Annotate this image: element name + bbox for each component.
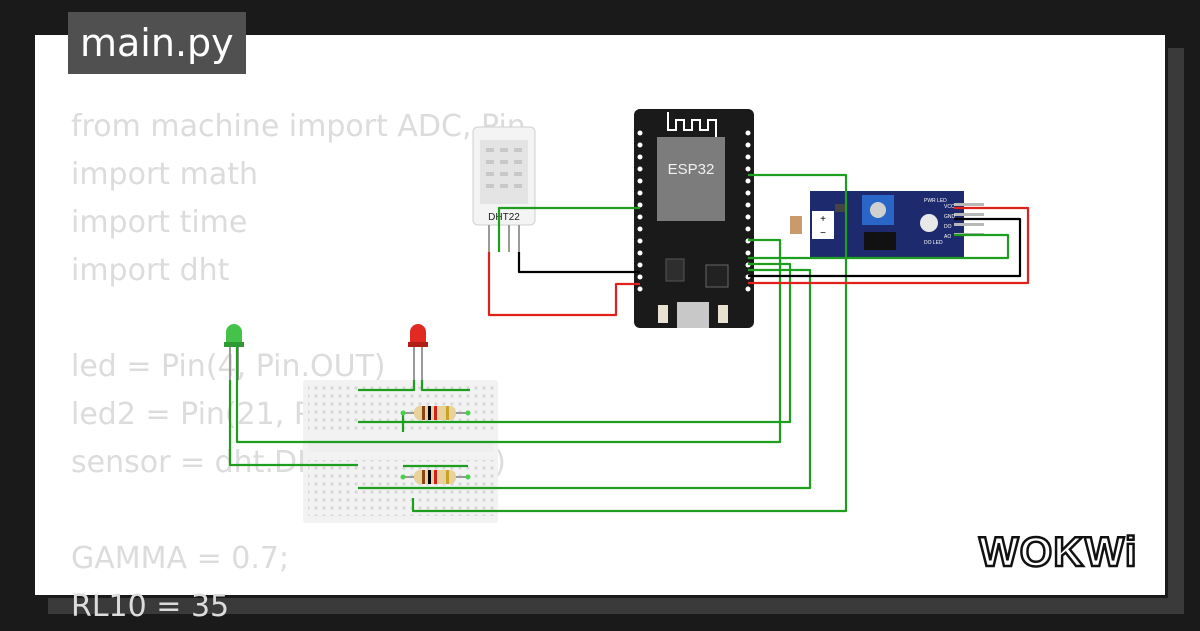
wire-resistor-1 bbox=[358, 262, 792, 424]
wire-dht-vcc bbox=[487, 252, 640, 317]
wire-red-led-anode bbox=[420, 380, 470, 392]
wire-red-led-cathode bbox=[358, 380, 416, 392]
wire-ldr-ao bbox=[411, 173, 848, 513]
ldr-pin-label: DO bbox=[944, 224, 952, 230]
code-line: import dht bbox=[71, 253, 230, 288]
svg-text:−: − bbox=[820, 228, 826, 239]
wokwi-logo: WOKWi bbox=[978, 527, 1138, 577]
file-tab[interactable]: main.py bbox=[68, 12, 246, 74]
resistor-1[interactable] bbox=[403, 406, 468, 420]
wire-green-led-cathode bbox=[228, 380, 358, 467]
ldr-module[interactable]: + − VCC GND DO AO PWR LED DO LED bbox=[790, 191, 984, 257]
esp32-label: ESP32 bbox=[668, 161, 715, 178]
esp32-board[interactable]: ESP32 bbox=[634, 109, 754, 328]
connection-points bbox=[400, 410, 471, 480]
wire-ldr-do bbox=[748, 233, 1010, 260]
code-line: led = Pin(4, Pin.OUT) bbox=[71, 349, 386, 384]
wires bbox=[228, 173, 1030, 513]
breadboard bbox=[303, 380, 498, 523]
logo-text: WOKWi bbox=[979, 528, 1138, 575]
ldr-pin-label: AO bbox=[944, 234, 951, 240]
ldr-led-label: DO LED bbox=[924, 240, 943, 246]
code-line: RL10 = 35 bbox=[71, 589, 230, 624]
wire-resistor-2 bbox=[358, 268, 812, 490]
dht22-sensor[interactable]: DHT22 bbox=[472, 126, 536, 252]
wire-ldr-gnd bbox=[748, 217, 1022, 278]
wire-dht-data bbox=[497, 206, 640, 252]
resistor-2[interactable] bbox=[403, 470, 468, 484]
ldr-led-label: PWR LED bbox=[924, 198, 947, 204]
ldr-pin-label: VCC bbox=[944, 204, 955, 210]
code-line: import time bbox=[71, 205, 248, 240]
wire-dht-gnd bbox=[517, 252, 640, 274]
code-line: GAMMA = 0.7; bbox=[71, 541, 290, 576]
svg-text:+: + bbox=[820, 214, 826, 225]
code-line: import math bbox=[71, 157, 258, 192]
wire-green-led bbox=[235, 238, 782, 444]
wire-ldr-vcc bbox=[748, 206, 1030, 285]
ldr-pin-label: GND bbox=[944, 214, 956, 220]
red-led[interactable] bbox=[408, 324, 428, 380]
green-led[interactable] bbox=[224, 324, 244, 380]
dht22-label: DHT22 bbox=[488, 212, 520, 223]
